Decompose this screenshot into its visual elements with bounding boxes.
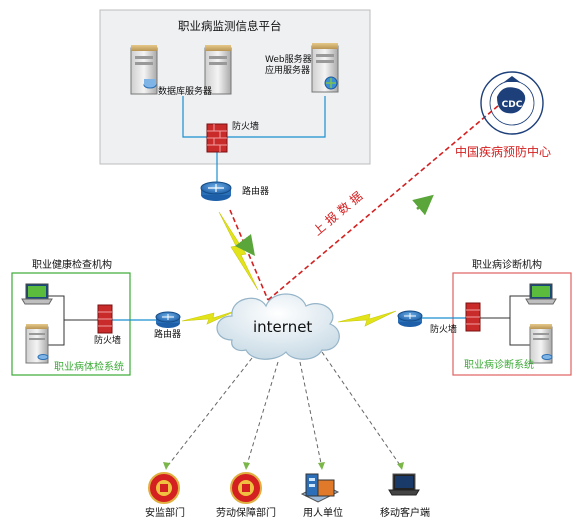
- cdc-logo: [480, 71, 544, 135]
- web-server-label: Web服务器: [265, 55, 312, 65]
- endpoint-mobile-label: 移动客户端: [380, 508, 430, 519]
- cdc-name: 中国疾病预防中心: [455, 145, 552, 159]
- report-arrow-1: [235, 234, 255, 256]
- endpoint-safety-label: 安监部门: [145, 508, 185, 519]
- platform-link: [182, 96, 326, 138]
- report-arrow-2: [412, 194, 434, 216]
- db-server-1-icon: [130, 45, 158, 95]
- left-firewall-icon: [97, 304, 113, 334]
- right-router-icon: [397, 310, 423, 327]
- right-org-box: [452, 272, 572, 376]
- right-system-label: 职业病诊断系统: [464, 360, 534, 371]
- left-org-title: 职业健康检查机构: [32, 260, 112, 271]
- left-laptop-icon: [21, 283, 53, 305]
- platform-title: 职业病监测信息平台: [178, 19, 282, 33]
- router-center-icon: [200, 181, 232, 201]
- endpoint-arrows: [163, 462, 404, 470]
- platform-firewall-label: 防火墙: [232, 122, 260, 132]
- company-building-icon: [300, 473, 340, 503]
- web-server-icon: [311, 43, 339, 93]
- left-router-icon: [155, 311, 181, 328]
- left-firewall-label: 防火墙: [94, 336, 122, 346]
- left-router-label: 路由器: [154, 330, 182, 340]
- left-server-icon: [25, 324, 49, 364]
- internet-cloud-icon: [216, 293, 340, 360]
- cdc-logo-text: CDC: [502, 100, 523, 110]
- db-server-label: 数据库服务器: [158, 87, 213, 97]
- router-center-label: 路由器: [242, 187, 270, 197]
- mobile-laptop-icon: [388, 473, 420, 496]
- endpoint-labor-label: 劳动保障部门: [216, 508, 276, 519]
- firewall-platform-icon: [206, 123, 228, 153]
- right-laptop-icon: [525, 283, 557, 305]
- emblem-safety-icon: [148, 472, 180, 504]
- right-firewall-label: 防火墙: [430, 325, 458, 335]
- left-org-box: [11, 272, 131, 376]
- right-org-title: 职业病诊断机构: [472, 260, 542, 271]
- internet-label: internet: [253, 318, 313, 336]
- left-system-label: 职业病体检系统: [54, 362, 124, 373]
- emblem-labor-icon: [230, 472, 262, 504]
- right-server-icon: [529, 324, 553, 364]
- endpoint-company-label: 用人单位: [303, 508, 343, 519]
- app-server-label: 应用服务器: [265, 66, 311, 76]
- endpoint-links: [165, 351, 403, 469]
- report-line-2: [267, 99, 506, 301]
- db-server-2-icon: [204, 45, 232, 95]
- right-firewall-icon: [465, 302, 481, 332]
